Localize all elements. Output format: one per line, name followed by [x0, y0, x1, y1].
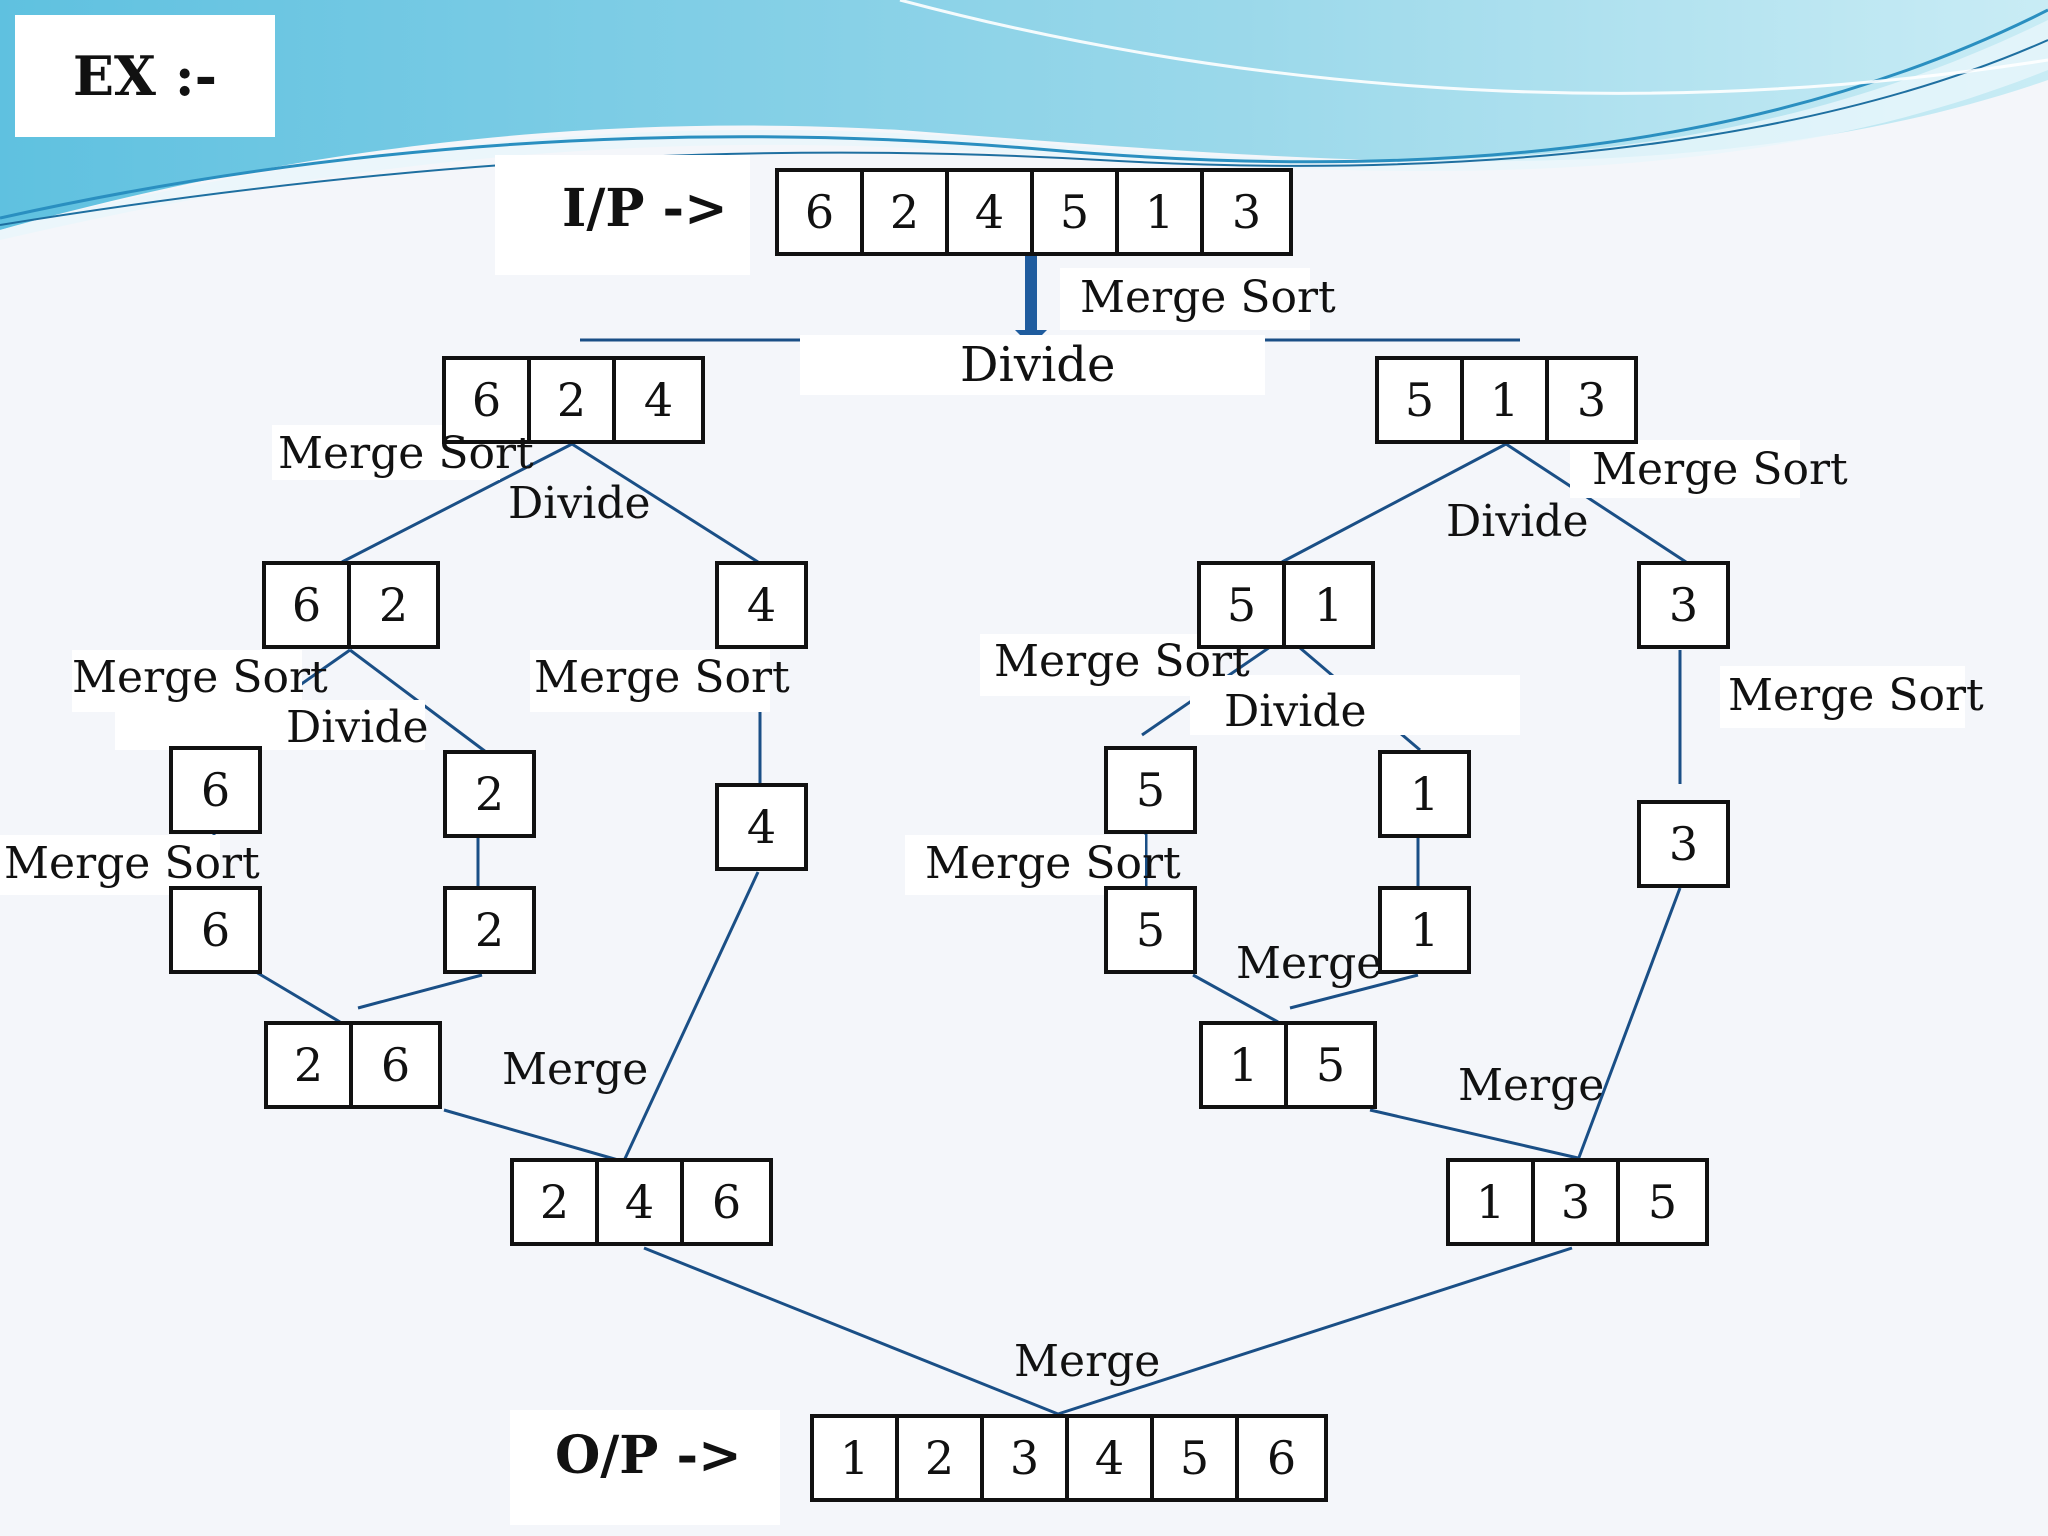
array-cell: 1: [1313, 578, 1344, 632]
input-array: 6 2 4 5 1 3: [775, 168, 1293, 256]
divide-label: Divide: [508, 478, 651, 529]
array-6-single: 6: [169, 746, 262, 834]
array-cell: 3: [1668, 817, 1699, 871]
merge-label: Merge: [1236, 938, 1383, 989]
array-cell: 5: [1379, 360, 1464, 440]
array-cell: 4: [949, 172, 1034, 252]
array-135: 1 3 5: [1446, 1158, 1709, 1246]
array-cell: 2: [268, 1025, 353, 1105]
array-1-sorted: 1: [1378, 886, 1471, 974]
array-cell: 4: [643, 373, 674, 427]
array-cell: 6: [711, 1175, 742, 1229]
merge-sort-label: Merge Sort: [1592, 444, 1848, 495]
array-62: 6 2: [262, 561, 440, 649]
array-cell: 5: [1315, 1038, 1346, 1092]
array-cell: 6: [446, 360, 531, 440]
array-3-single: 3: [1637, 800, 1730, 888]
array-cell: 5: [1034, 172, 1119, 252]
merge-sort-label: Merge Sort: [925, 838, 1181, 889]
array-cell: 2: [378, 578, 409, 632]
array-cell: 6: [380, 1038, 411, 1092]
array-cell: 5: [1201, 565, 1286, 645]
array-4: 4: [715, 561, 808, 649]
array-cell: 6: [779, 172, 864, 252]
array-2-sorted: 2: [443, 886, 536, 974]
array-cell: 2: [514, 1162, 599, 1242]
array-cell: 5: [1154, 1418, 1239, 1498]
array-cell: 1: [1450, 1162, 1535, 1242]
array-cell: 6: [266, 565, 351, 645]
array-cell: 3: [1535, 1162, 1620, 1242]
array-2-single: 2: [443, 750, 536, 838]
merge-sort-label: Merge Sort: [994, 636, 1250, 687]
merge-sort-label: Merge Sort: [278, 428, 534, 479]
divide-label: Divide: [960, 337, 1116, 393]
array-246: 2 4 6: [510, 1158, 773, 1246]
array-cell: 1: [1203, 1025, 1288, 1105]
array-cell: 1: [814, 1418, 899, 1498]
merge-sort-arrow: [1015, 254, 1047, 346]
divide-label: Divide: [1224, 686, 1367, 737]
array-5-sorted: 5: [1104, 886, 1197, 974]
merge-sort-label: Merge Sort: [534, 652, 790, 703]
array-cell: 4: [1069, 1418, 1154, 1498]
array-cell: 2: [474, 767, 505, 821]
output-label: O/P ->: [555, 1425, 742, 1486]
merge-label: Merge: [1458, 1060, 1605, 1111]
array-cell: 3: [1668, 578, 1699, 632]
merge-label: Merge: [1014, 1336, 1161, 1387]
array-cell: 6: [200, 903, 231, 957]
output-array: 1 2 3 4 5 6: [810, 1414, 1328, 1502]
array-51: 5 1: [1197, 561, 1375, 649]
array-cell: 3: [1576, 373, 1607, 427]
array-cell: 5: [1135, 763, 1166, 817]
array-cell: 2: [531, 360, 616, 440]
array-5-single: 5: [1104, 746, 1197, 834]
array-cell: 6: [1266, 1431, 1297, 1485]
merge-sort-label: Merge Sort: [1080, 272, 1336, 323]
merge-sort-label: Merge Sort: [1728, 670, 1984, 721]
array-4-single: 4: [715, 783, 808, 871]
merge-sort-label: Merge Sort: [4, 838, 260, 889]
array-cell: 1: [1464, 360, 1549, 440]
array-cell: 2: [864, 172, 949, 252]
array-cell: 4: [746, 800, 777, 854]
array-cell: 5: [1135, 903, 1166, 957]
array-26: 2 6: [264, 1021, 442, 1109]
array-15: 1 5: [1199, 1021, 1377, 1109]
array-6-sorted: 6: [169, 886, 262, 974]
divide-label: Divide: [286, 702, 429, 753]
array-cell: 3: [1231, 185, 1262, 239]
array-cell: 5: [1647, 1175, 1678, 1229]
input-label: I/P ->: [562, 178, 728, 239]
right-half-array: 5 1 3: [1375, 356, 1638, 444]
array-cell: 1: [1409, 767, 1440, 821]
array-1-single: 1: [1378, 750, 1471, 838]
array-cell: 1: [1409, 903, 1440, 957]
array-cell: 2: [899, 1418, 984, 1498]
array-cell: 4: [746, 578, 777, 632]
merge-sort-label: Merge Sort: [72, 652, 328, 703]
array-cell: 6: [200, 763, 231, 817]
array-cell: 1: [1119, 172, 1204, 252]
divide-label: Divide: [1446, 496, 1589, 547]
slide-title: EX :-: [15, 15, 275, 137]
array-cell: 2: [474, 903, 505, 957]
left-half-array: 6 2 4: [442, 356, 705, 444]
array-cell: 4: [599, 1162, 684, 1242]
array-3: 3: [1637, 561, 1730, 649]
array-cell: 3: [984, 1418, 1069, 1498]
merge-label: Merge: [502, 1044, 649, 1095]
